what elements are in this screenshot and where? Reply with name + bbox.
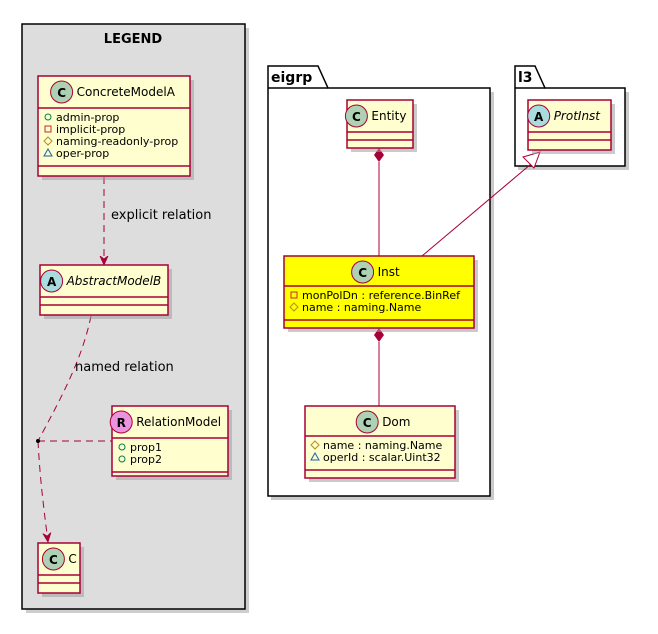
class-name: Entity [371,109,406,123]
class-name: Inst [378,265,400,279]
badge-c-icon [344,104,368,128]
visibility-private-icon [290,291,298,299]
badge-letter: C [57,86,66,100]
legend-title: LEGEND [104,32,163,47]
class-member: admin-prop [56,111,119,124]
visibility-package-icon [43,147,53,157]
class-member: implicit-prop [56,123,125,136]
explicit-relation-label: explicit relation [111,208,211,223]
class-member: monPolDn : reference.BinRef [302,289,461,302]
class-prot-inst: A ProtInst [527,99,615,154]
named-relation-edge-upper [37,315,92,442]
class-member: oper-prop [56,147,109,160]
badge-r-icon [109,410,133,434]
inst-protinst-generalization [421,163,532,257]
visibility-protected-icon [43,136,53,146]
class-name: ConcreteModelA [77,85,176,99]
badge-letter: C [358,266,367,280]
badge-letter: A [534,110,544,124]
badge-letter: R [117,416,126,430]
visibility-public-icon [44,113,52,121]
package-eigrp-title: eigrp [271,70,312,86]
class-name: AbstractModelB [66,274,162,288]
named-relation-edge-lower [37,440,48,542]
badge-letter: C [352,110,361,124]
visibility-public-icon [118,443,126,451]
badge-c-icon [355,410,379,434]
class-concrete-model-a: C ConcreteModelA admin-propimplicit-propna… [37,75,194,180]
class-name: Dom [382,415,410,429]
visibility-private-icon [44,125,52,133]
badge-letter: C [49,553,58,567]
badge-a-icon [40,269,64,293]
visibility-public-icon [118,455,126,463]
class-entity: C Entity [344,99,417,152]
generalization-triangle [522,151,541,169]
class-member: naming-readonly-prop [56,135,178,148]
badge-letter: C [363,416,372,430]
named-relation-label: named relation [75,360,174,375]
class-name: ProtInst [554,109,602,123]
class-member: prop2 [130,453,162,466]
class-member: prop1 [130,441,162,454]
package-l3-title: l3 [518,70,533,86]
class-name: RelationModel [136,415,221,429]
class-member: operId : scalar.Uint32 [323,451,441,464]
badge-letter: A [47,275,57,289]
badge-c-icon [50,80,74,104]
class-name: C [68,552,76,566]
visibility-protected-icon [310,440,320,450]
association-point [36,439,40,443]
badge-a-icon [527,104,551,128]
badge-c-icon [41,547,65,571]
class-abstract-model-b: A AbstractModelB [39,264,172,319]
class-member: name : naming.Name [323,439,443,452]
visibility-protected-icon [289,302,299,312]
badge-c-icon [351,260,375,284]
visibility-package-icon [310,451,320,461]
class-member: name : naming.Name [302,301,422,314]
